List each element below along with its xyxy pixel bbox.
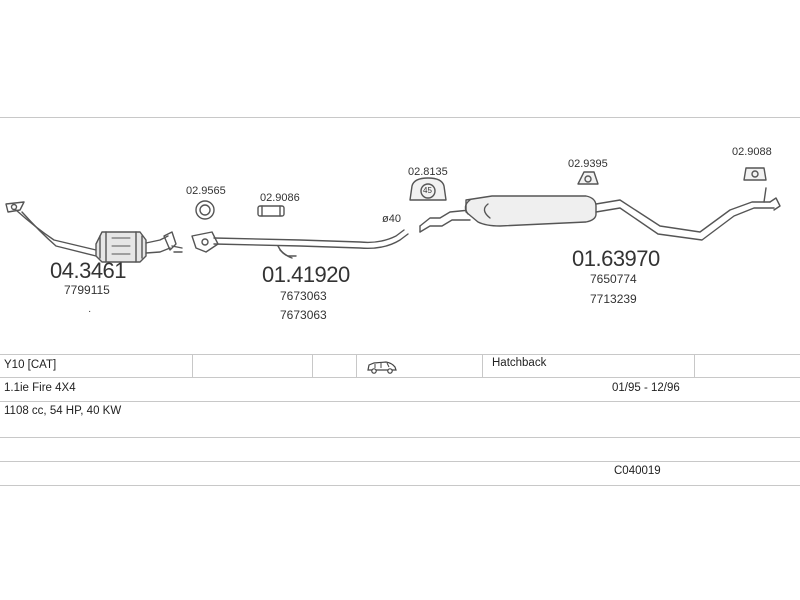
mount-c-number[interactable]: 02.9088 (732, 146, 772, 158)
front-pipe-note: · (88, 306, 92, 317)
body-type: Hatchback (492, 357, 547, 369)
tail-mount-icon (577, 171, 599, 185)
table-separator (482, 355, 483, 377)
end-mount-icon (743, 167, 767, 181)
mid-pipe-oe-2: 7673063 (280, 308, 327, 322)
engine-description: 1.1ie Fire 4X4 (4, 382, 76, 394)
clamp-a-number[interactable]: 02.9086 (260, 192, 300, 204)
rubber-mount-icon (409, 177, 447, 201)
mount-b-number[interactable]: 02.9395 (568, 158, 608, 170)
rear-silencer-number[interactable]: 01.63970 (572, 246, 660, 271)
mount-a-badge-text: 45 (423, 186, 432, 195)
rear-silencer-icon (419, 187, 781, 241)
pipe-diameter-label: ø40 (382, 213, 401, 225)
system-code[interactable]: C040019 (614, 465, 661, 477)
rear-silencer-oe-2: 7713239 (590, 292, 637, 306)
table-border-1 (0, 354, 800, 355)
table-separator (312, 355, 313, 377)
mid-pipe-icon (213, 229, 409, 259)
pipe-clamp-icon (257, 205, 285, 217)
table-separator (192, 355, 193, 377)
car-side-icon (367, 361, 397, 374)
table-border-6 (0, 485, 800, 486)
diagram-top-border (0, 117, 800, 118)
table-border-3 (0, 401, 800, 402)
vehicle-model: Y10 [CAT] (4, 359, 57, 371)
front-pipe-icon (15, 209, 97, 257)
table-separator (694, 355, 695, 377)
rear-silencer-oe-1: 7650774 (590, 272, 637, 286)
gasket-ring-icon (195, 200, 215, 220)
mount-a-number[interactable]: 02.8135 (408, 166, 448, 178)
gasket-a-number[interactable]: 02.9565 (186, 185, 226, 197)
table-separator (356, 355, 357, 377)
front-flange-icon (5, 201, 25, 213)
table-border-5 (0, 461, 800, 462)
mid-pipe-flange-icon (191, 231, 219, 253)
catalytic-converter-icon (95, 231, 183, 263)
table-border-4 (0, 437, 800, 438)
production-years: 01/95 - 12/96 (612, 382, 680, 394)
mid-pipe-number[interactable]: 01.41920 (262, 262, 350, 287)
front-pipe-number[interactable]: 04.3461 (50, 258, 127, 283)
exhaust-diagram (5, 167, 781, 263)
engine-specs: 1108 cc, 54 HP, 40 KW (4, 405, 122, 417)
mid-pipe-oe-1: 7673063 (280, 289, 327, 303)
front-pipe-oe: 7799115 (64, 283, 110, 297)
table-border-2 (0, 377, 800, 378)
